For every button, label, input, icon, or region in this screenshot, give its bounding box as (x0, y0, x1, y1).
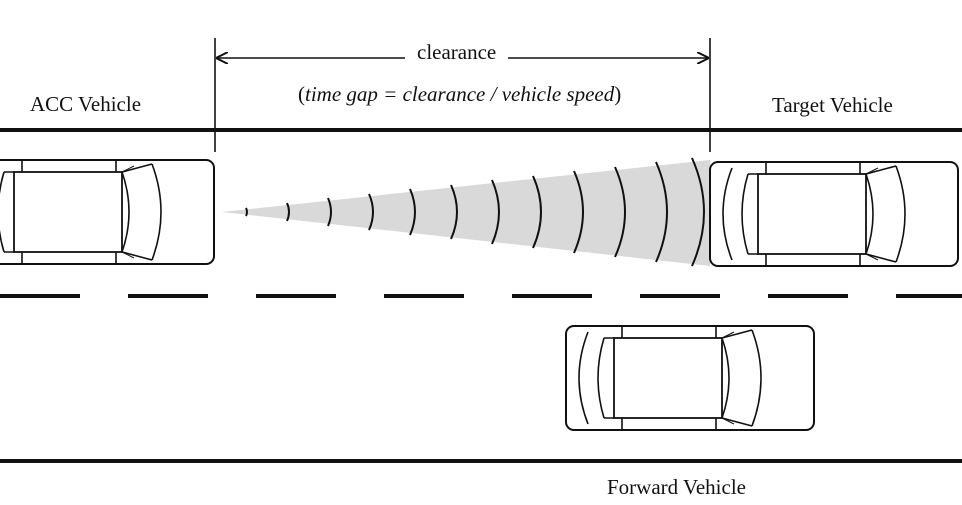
target-vehicle-label: Target Vehicle (772, 93, 893, 117)
radar-beam-icon (222, 157, 710, 267)
acc-vehicle-icon (0, 159, 215, 265)
forward-vehicle-icon (565, 325, 815, 431)
acc-vehicle-label: ACC Vehicle (30, 92, 142, 116)
target-vehicle-icon (709, 161, 959, 267)
forward-vehicle-label: Forward Vehicle (607, 475, 746, 499)
formula-open-paren: ( (298, 82, 305, 106)
formula-body: time gap = clearance / vehicle speed (305, 82, 615, 106)
clearance-label: clearance (405, 42, 509, 63)
time-gap-formula: (time gap = clearance / vehicle speed) (298, 84, 621, 105)
formula-close-paren: ) (614, 82, 622, 106)
